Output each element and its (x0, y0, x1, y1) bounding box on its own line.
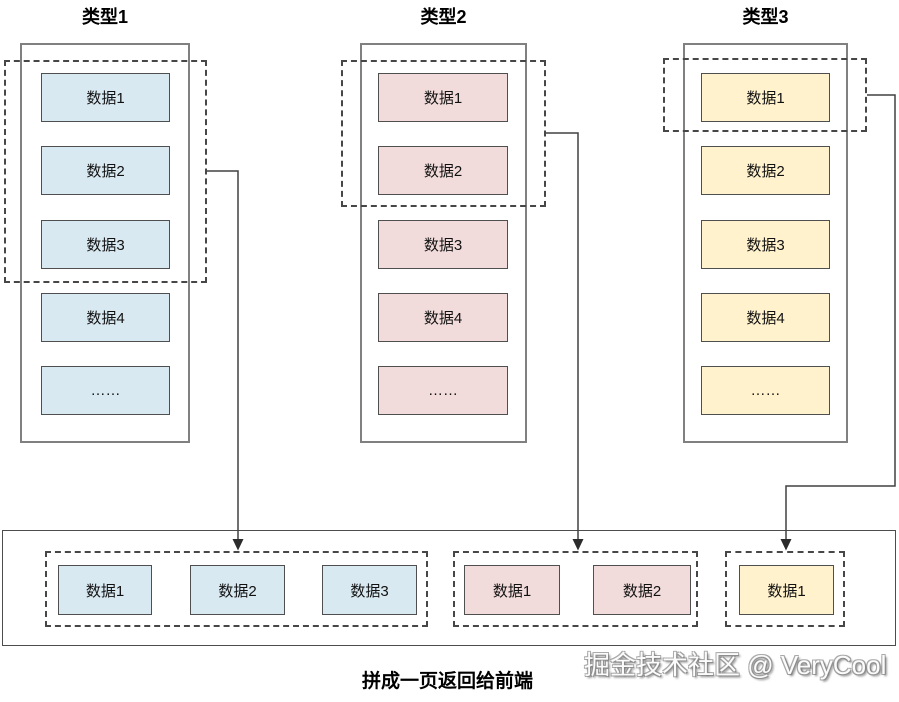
type2-data-box-more: …… (378, 366, 508, 415)
result-type1-box-2: 数据2 (190, 565, 285, 615)
result-type1-box-3: 数据3 (322, 565, 417, 615)
type2-data-box-2: 数据2 (378, 146, 508, 195)
type3-data-box-more: …… (701, 366, 830, 415)
result-group-type2 (453, 551, 698, 627)
type1-data-box-more: …… (41, 366, 170, 415)
type1-data-box-4: 数据4 (41, 293, 170, 342)
type1-data-box-1: 数据1 (41, 73, 170, 122)
type1-data-box-2: 数据2 (41, 146, 170, 195)
type3-data-box-4: 数据4 (701, 293, 830, 342)
type2-data-box-4: 数据4 (378, 293, 508, 342)
type1-data-box-3: 数据3 (41, 220, 170, 269)
caption: 拼成一页返回给前端 (362, 671, 534, 692)
type1-title: 类型1 (81, 7, 128, 27)
arrow-line-type2-to-result (546, 132, 579, 539)
type3-page-window (663, 58, 867, 132)
type2-data-box-3: 数据3 (378, 220, 508, 269)
type2-data-box-1: 数据1 (378, 73, 508, 122)
type2-page-window (341, 60, 546, 207)
result-type3-box-1: 数据1 (739, 565, 834, 615)
arrow-line-type1-to-result (207, 170, 239, 539)
result-group-type3 (725, 551, 845, 627)
result-type1-box-1: 数据1 (58, 565, 152, 615)
type3-title: 类型3 (742, 7, 789, 27)
type2-title: 类型2 (420, 7, 467, 27)
result-type2-box-1: 数据1 (464, 565, 560, 615)
watermark: 掘金技术社区 @ VeryCool (584, 650, 887, 680)
result-group-type1 (45, 551, 428, 627)
type1-page-window (4, 60, 207, 283)
result-type2-box-2: 数据2 (593, 565, 691, 615)
type3-data-box-2: 数据2 (701, 146, 830, 195)
type3-data-box-3: 数据3 (701, 220, 830, 269)
